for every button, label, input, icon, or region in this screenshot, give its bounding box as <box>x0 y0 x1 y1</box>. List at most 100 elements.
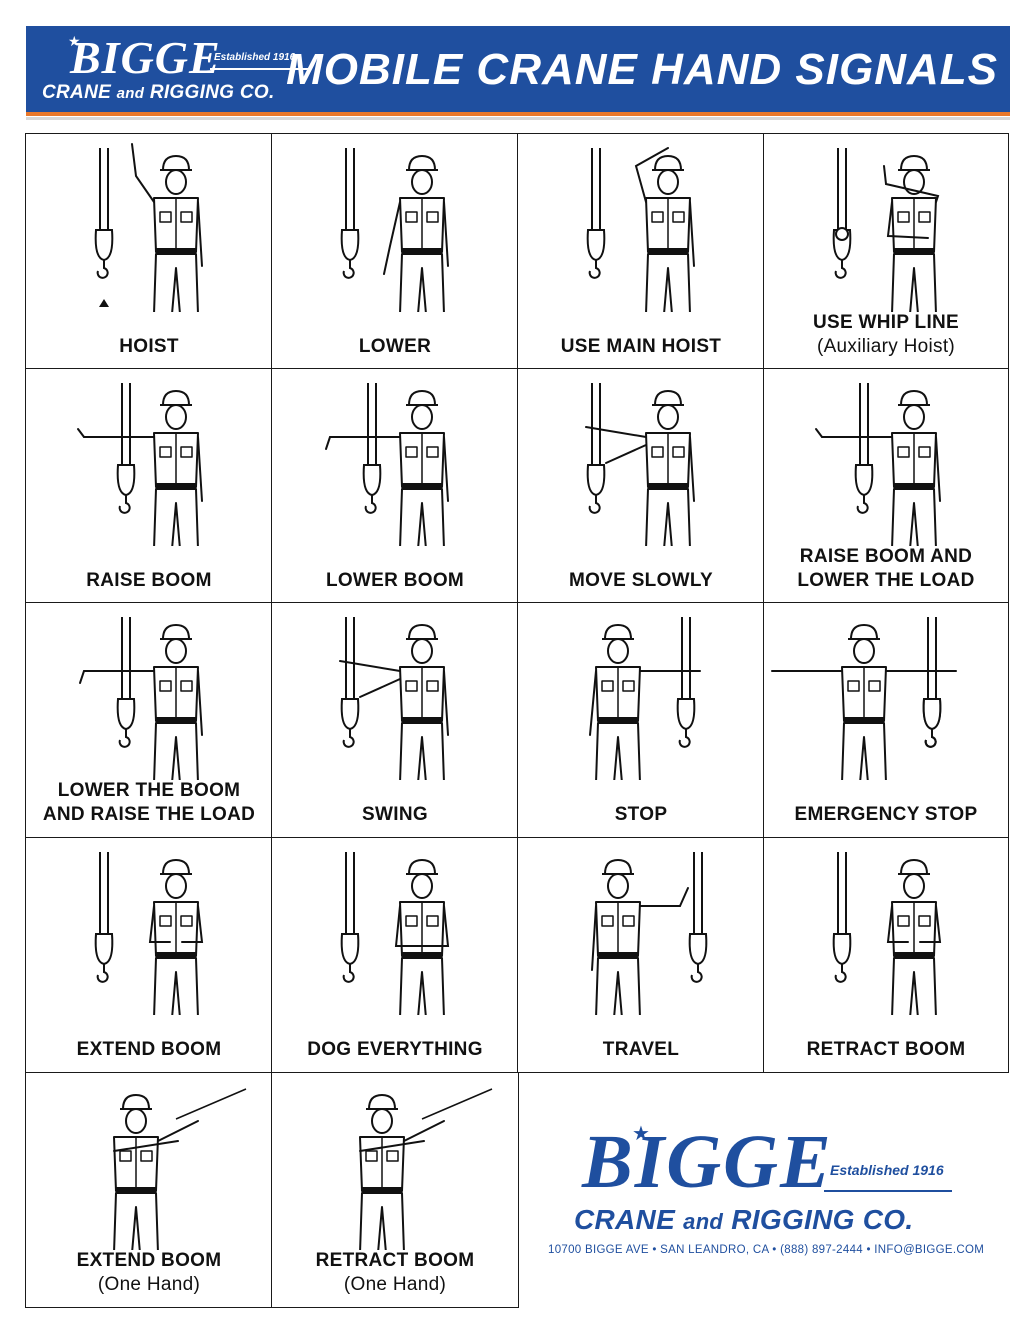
signal-illustration <box>340 852 450 1015</box>
signal-label-main: TRAVEL <box>602 1039 680 1060</box>
signal-label-main: MOVE SLOWLY <box>568 570 714 591</box>
hook-icon <box>116 383 136 514</box>
signal-label-main: LOWER THE BOOM <box>57 780 241 801</box>
signal-label-main: SWING <box>362 804 428 825</box>
hook-icon <box>832 852 852 983</box>
footer-logo: ★ BIGGE Established 1916 CRANE and RIGGI… <box>540 1118 1000 1268</box>
star-icon: ★ <box>68 33 81 49</box>
signal-card-stop: STOP <box>517 602 765 838</box>
signalman-figure <box>383 155 449 312</box>
signal-label: RAISE BOOM <box>26 569 272 593</box>
star-icon: ★ <box>632 1123 650 1145</box>
signal-label: TRAVEL <box>518 1038 764 1062</box>
header-accent-rule <box>26 112 1010 120</box>
signalman-figure <box>359 1094 445 1250</box>
rope-line <box>175 1088 247 1120</box>
footer-company-name: CRANE and RIGGING CO. <box>574 1204 914 1235</box>
signal-card-swing: SWING <box>271 602 519 838</box>
hook-icon <box>94 852 114 983</box>
signal-card-dog-everything: DOG EVERYTHING <box>271 837 519 1073</box>
signal-card-lower-the-boom: LOWER THE BOOM AND RAISE THE LOAD <box>25 602 273 838</box>
header-banner: ★ BIGGE Established 1916 CRANE and RIGGI… <box>26 26 1010 112</box>
signal-card-hoist: HOIST <box>25 133 273 370</box>
hook-icon <box>854 383 874 514</box>
signal-label-main: USE WHIP LINE <box>812 312 960 333</box>
signal-label: EXTEND BOOM(One Hand) <box>26 1249 272 1297</box>
signal-illustration <box>340 148 449 312</box>
signal-illustration <box>339 617 449 780</box>
signal-label-main: EMERGENCY STOP <box>794 804 978 825</box>
signal-illustration <box>585 383 695 546</box>
signal-card-emergency-stop: EMERGENCY STOP <box>763 602 1009 838</box>
signalman-figure <box>589 624 701 780</box>
hook-icon <box>676 617 696 748</box>
signal-label-main: RAISE BOOM <box>86 570 212 591</box>
signal-illustration <box>832 852 942 1015</box>
signal-card-raise-boom: RAISE BOOM <box>25 368 273 604</box>
logo-brand-name: BIGGE <box>70 32 221 83</box>
signal-label-main: EXTEND BOOM <box>76 1039 222 1060</box>
signal-card-use-main-hoist: USE MAIN HOIST <box>517 133 765 370</box>
signal-label: EXTEND BOOM <box>26 1038 272 1062</box>
signal-label: LOWER BOOM <box>272 569 518 593</box>
signal-card-retract-boom: RETRACT BOOM <box>763 837 1009 1073</box>
hook-icon <box>340 148 360 279</box>
footer-rule <box>824 1190 952 1192</box>
signal-label-main: EXTEND BOOM <box>76 1250 222 1271</box>
signalman-figure <box>771 624 957 780</box>
signal-card-extend-boom: EXTEND BOOM <box>25 837 273 1073</box>
signal-label: USE MAIN HOIST <box>518 335 764 359</box>
signalman-figure <box>591 859 689 1015</box>
signal-illustration <box>589 617 701 780</box>
hook-icon <box>116 617 136 748</box>
signal-label-sub: (One Hand) <box>343 1274 447 1295</box>
footer-address: 10700 BIGGE AVE • SAN LEANDRO, CA • (888… <box>548 1244 985 1256</box>
signalman-figure <box>339 624 449 780</box>
hook-icon <box>340 852 360 983</box>
signal-label: LOWER THE BOOM AND RAISE THE LOAD <box>26 779 272 827</box>
signalman-figure <box>886 859 942 1015</box>
signal-illustration <box>94 143 203 312</box>
header-logo: ★ BIGGE Established 1916 CRANE and RIGGI… <box>42 32 314 108</box>
arrow-up-icon <box>99 299 109 307</box>
footer-brand-name: BIGGE <box>582 1120 833 1204</box>
signal-card-lower-boom: LOWER BOOM <box>271 368 519 604</box>
signal-label: HOIST <box>26 335 272 359</box>
signal-illustration <box>359 1088 493 1250</box>
signal-card-lower: LOWER <box>271 133 519 370</box>
signal-label-main: HOIST <box>119 336 179 357</box>
signalman-figure <box>394 859 450 1015</box>
signal-illustration <box>325 383 449 546</box>
hook-icon <box>688 852 708 983</box>
signal-label-main: RETRACT BOOM <box>806 1039 966 1060</box>
ball-icon <box>835 227 849 241</box>
signal-illustration <box>94 852 204 1015</box>
footer-established: Established 1916 <box>830 1162 944 1178</box>
signal-label-main: LOWER BOOM <box>325 570 465 591</box>
signal-label-main: USE MAIN HOIST <box>560 336 722 357</box>
signal-illustration <box>832 148 940 312</box>
rope-line <box>421 1088 493 1120</box>
signal-label-sub: LOWER THE LOAD <box>797 570 975 591</box>
signal-illustration <box>771 617 957 780</box>
signal-label: STOP <box>518 803 764 827</box>
page-title: MOBILE CRANE HAND SIGNALS <box>286 45 998 94</box>
signal-card-travel: TRAVEL <box>517 837 765 1073</box>
hook-icon <box>586 383 606 514</box>
signal-illustration <box>77 383 203 546</box>
signalman-figure <box>79 624 203 780</box>
signalman-figure <box>634 147 695 312</box>
signal-label-sub: AND RAISE THE LOAD <box>42 804 256 825</box>
signal-label: RETRACT BOOM <box>764 1038 1008 1062</box>
signal-label: LOWER <box>272 335 518 359</box>
signal-label: USE WHIP LINE(Auxiliary Hoist) <box>764 311 1008 359</box>
signal-illustration <box>591 852 708 1015</box>
signal-card-extend-boom: EXTEND BOOM(One Hand) <box>25 1072 273 1308</box>
signal-label: EMERGENCY STOP <box>764 803 1008 827</box>
signal-label: RETRACT BOOM(One Hand) <box>272 1249 518 1297</box>
signal-label-main: LOWER <box>358 336 432 357</box>
signalman-figure <box>883 155 940 312</box>
signalman-figure <box>148 859 204 1015</box>
hook-icon <box>94 148 114 279</box>
